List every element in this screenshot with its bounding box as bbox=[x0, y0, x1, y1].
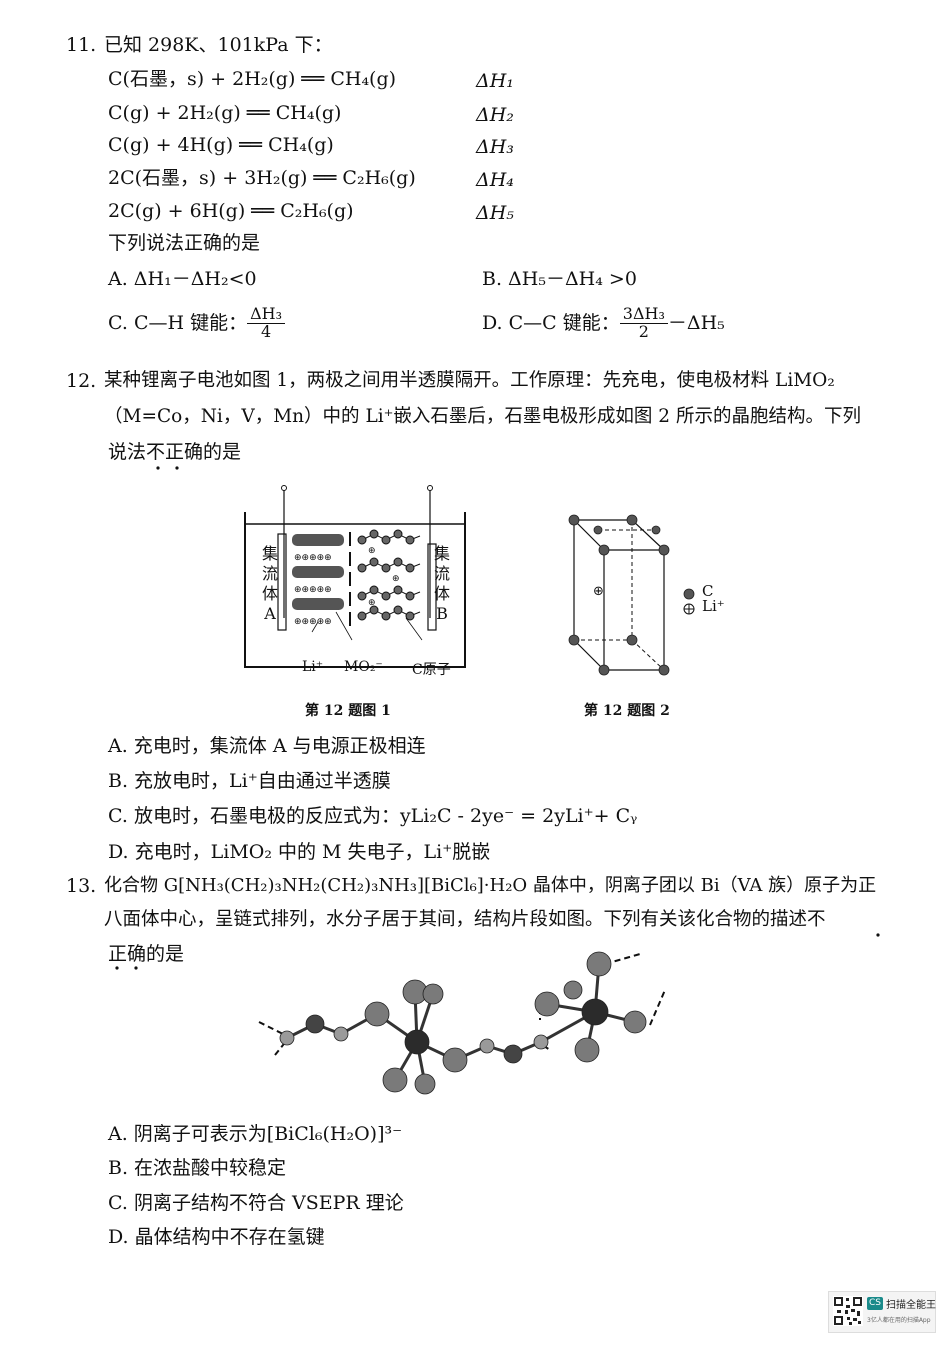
q11-option-c: C. C—H 键能： ΔH₃ 4 bbox=[108, 305, 286, 341]
q11-eq1: C(石墨，s) + 2H₂(g) ══ CH₄(g) bbox=[108, 68, 397, 90]
q11-eq2: C(g) + 2H₂(g) ══ CH₄(g) bbox=[108, 102, 342, 124]
q11-eq3: C(g) + 4H(g) ══ CH₄(g) bbox=[108, 134, 334, 156]
unit-cell-diagram: ⊕ bbox=[568, 514, 670, 676]
svg-text:⊕: ⊕ bbox=[368, 598, 376, 608]
q12-option-a: A. 充电时，集流体 A 与电源正极相连 bbox=[108, 735, 426, 757]
figure2-caption: 第 12 题图 2 bbox=[584, 703, 670, 719]
q11-dh4: ΔH₄ bbox=[476, 169, 514, 191]
q11-option-b: B. ΔH₅－ΔH₄ >0 bbox=[482, 268, 637, 290]
q11-dh3: ΔH₃ bbox=[476, 136, 514, 158]
svg-text:⊕: ⊕ bbox=[368, 546, 376, 556]
q13-option-d: D. 晶体结构中不存在氢键 bbox=[108, 1226, 325, 1248]
q11-dh1: ΔH₁ bbox=[476, 70, 514, 92]
q11-option-a: A. ΔH₁－ΔH₂<0 bbox=[108, 268, 257, 290]
q12-option-d: D. 充电时，LiMO₂ 中的 M 失电子，Li⁺脱嵌 bbox=[108, 841, 491, 863]
q11-option-c-label: C. C—H 键能： bbox=[108, 311, 248, 334]
svg-text:⊕: ⊕ bbox=[593, 584, 604, 599]
q12-number: 12. bbox=[66, 370, 97, 392]
legend-markers bbox=[683, 588, 695, 615]
q13-option-a: A. 阴离子可表示为[BiCl₆(H₂O)]³⁻ bbox=[108, 1123, 403, 1145]
svg-text:⊕⊕⊕⊕⊕: ⊕⊕⊕⊕⊕ bbox=[294, 553, 332, 563]
li-ion-label: Li⁺ bbox=[302, 659, 324, 675]
q13-option-c: C. 阴离子结构不符合 VSEPR 理论 bbox=[108, 1192, 404, 1214]
q12-line3: 说法不正确的是 bbox=[108, 441, 242, 463]
q12-option-b: B. 充放电时，Li⁺自由通过半透膜 bbox=[108, 770, 391, 792]
q13-line2: 八面体中心，呈链式排列，水分子居于其间，结构片段如图。下列有关该化合物的描述不 bbox=[104, 909, 826, 930]
figure1-caption: 第 12 题图 1 bbox=[305, 703, 391, 719]
q12-line2: （M=Co，Ni，V，Mn）中的 Li⁺嵌入石墨后，石墨电极形成如图 2 所示的… bbox=[104, 406, 861, 427]
q11-dh2: ΔH₂ bbox=[476, 104, 514, 126]
cs-logo-badge: CS bbox=[867, 1297, 883, 1310]
q13-line1: 化合物 G[NH₃(CH₂)₃NH₂(CH₂)₃NH₃][BiCl₆]·H₂O … bbox=[104, 875, 877, 896]
q11-dh5: ΔH₅ bbox=[476, 202, 514, 224]
svg-text:⊕: ⊕ bbox=[392, 574, 400, 584]
q11-option-c-num: ΔH₃ bbox=[247, 305, 286, 324]
q11-option-d-den: 2 bbox=[638, 321, 649, 341]
legend-li: Li⁺ bbox=[702, 597, 725, 615]
collector-a-label: 集流体A bbox=[262, 544, 279, 623]
q11-option-d-tail: －ΔH₅ bbox=[667, 311, 725, 334]
q11-option-d-label: D. C—C 键能： bbox=[482, 311, 620, 334]
molecular-structure-diagram bbox=[258, 951, 666, 1095]
emphasis-dots bbox=[115, 966, 138, 970]
q11-stem: 已知 298K、101kPa 下： bbox=[104, 34, 333, 56]
emphasis-dots bbox=[876, 933, 880, 937]
scanner-app-tagline: 3亿人都在用的扫描App bbox=[867, 1317, 931, 1324]
q13-number: 13. bbox=[66, 875, 97, 897]
svg-text:⊕⊕⊕⊕⊕: ⊕⊕⊕⊕⊕ bbox=[294, 617, 332, 627]
collector-b-label: 集流体B bbox=[434, 544, 451, 623]
carbon-atom-label: C原子 bbox=[412, 662, 451, 678]
q12-option-c: C. 放电时，石墨电极的反应式为：yLi₂C - 2ye⁻ = 2yLi⁺+ C… bbox=[108, 805, 638, 827]
q11-option-d-fraction: 3ΔH₃ 2 bbox=[619, 305, 668, 341]
q11-option-d: D. C—C 键能： 3ΔH₃ 2 －ΔH₅ bbox=[482, 305, 725, 341]
emphasis-dots bbox=[156, 466, 179, 470]
q13-option-b: B. 在浓盐酸中较稳定 bbox=[108, 1157, 287, 1179]
svg-text:⊕⊕⊕⊕⊕: ⊕⊕⊕⊕⊕ bbox=[294, 585, 332, 595]
qr-code-icon bbox=[833, 1296, 863, 1326]
q11-question: 下列说法正确的是 bbox=[108, 232, 261, 254]
q11-option-c-den: 4 bbox=[260, 321, 272, 341]
q11-eq4: 2C(石墨，s) + 3H₂(g) ══ C₂H₆(g) bbox=[108, 167, 416, 189]
q13-line3: 正确的是 bbox=[108, 943, 185, 965]
mo2-label: MO₂⁻ bbox=[344, 659, 383, 675]
scanner-watermark: CS 扫描全能王 3亿人都在用的扫描App bbox=[828, 1291, 936, 1333]
q11-option-c-fraction: ΔH₃ 4 bbox=[247, 305, 286, 341]
battery-diagram: ⊕⊕⊕⊕⊕ ⊕⊕⊕⊕⊕ ⊕⊕⊕⊕⊕ ⊕ ⊕ ⊕ bbox=[244, 485, 466, 668]
q11-option-d-num: 3ΔH₃ bbox=[619, 305, 668, 324]
q12-line1: 某种锂离子电池如图 1，两极之间用半透膜隔开。工作原理：先充电，使电极材料 Li… bbox=[104, 370, 835, 391]
q11-eq5: 2C(g) + 6H(g) ══ C₂H₆(g) bbox=[108, 200, 354, 222]
legend-c: C bbox=[702, 582, 714, 600]
q11-number: 11. bbox=[66, 34, 97, 56]
scanner-app-name: 扫描全能王 bbox=[886, 1300, 936, 1311]
